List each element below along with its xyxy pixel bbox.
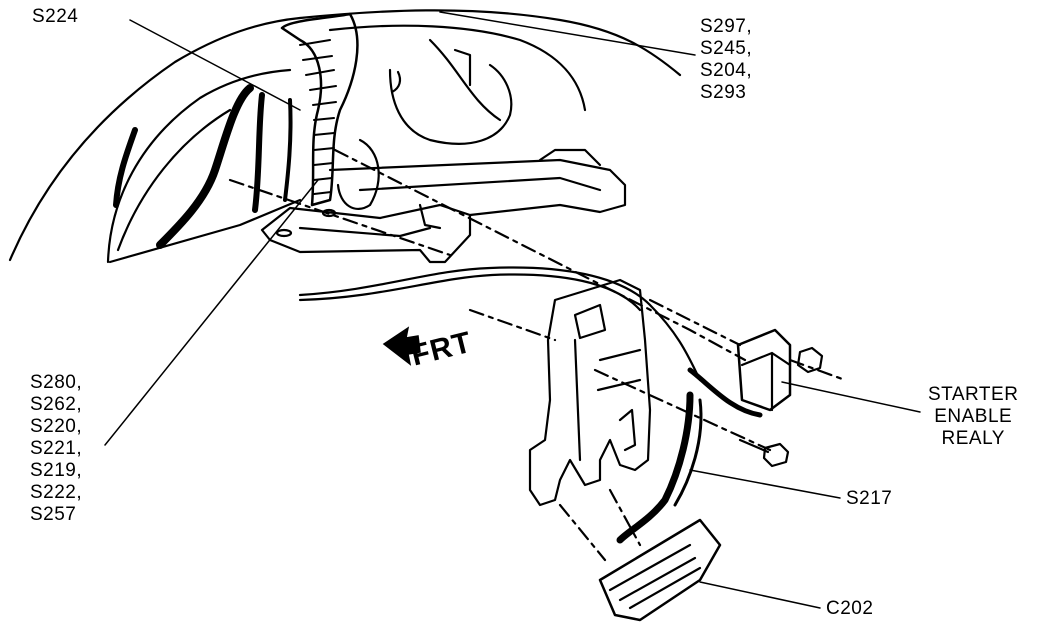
assembly-line xyxy=(558,503,607,562)
body-outline xyxy=(8,16,302,262)
assembly-line xyxy=(608,488,642,547)
c202-connector xyxy=(608,543,702,610)
c202-harness xyxy=(616,391,694,544)
firewall-panel xyxy=(388,63,513,145)
left-harness xyxy=(156,84,254,249)
floor-ledge xyxy=(538,148,602,167)
harness-cable xyxy=(687,367,763,418)
bracket-hole xyxy=(321,208,337,218)
floor-ledge xyxy=(358,176,602,192)
label-c202: C202 xyxy=(826,598,874,619)
mounting-bolt xyxy=(738,438,790,468)
assembly-line xyxy=(593,368,772,452)
starter-relay xyxy=(740,351,792,412)
assembly-line xyxy=(648,298,742,347)
leader-starter xyxy=(781,381,921,413)
harness-bracket xyxy=(260,203,472,264)
left-harness xyxy=(113,127,138,208)
harness-wrap xyxy=(299,39,337,195)
firewall-panel xyxy=(428,38,502,122)
label-s297-group: S297, S245, S204, S293 xyxy=(700,16,752,104)
label-starter: STARTER xyxy=(928,384,1019,405)
leader-s217 xyxy=(689,469,841,499)
harness-cable xyxy=(298,273,642,312)
label-starter-relay: STARTER ENABLE REALY xyxy=(928,384,1018,450)
label-s222: S222, xyxy=(30,482,83,503)
label-s224: S224 xyxy=(32,6,79,27)
floor-ledge xyxy=(328,158,627,217)
body-outline xyxy=(106,68,292,264)
relay-nut xyxy=(796,346,824,374)
assembly-line xyxy=(228,178,452,257)
mount-bracket xyxy=(618,408,637,452)
label-s217: S217 xyxy=(846,488,893,509)
label-s245: S245, xyxy=(700,38,753,59)
left-harness xyxy=(283,98,293,202)
mount-bracket xyxy=(573,338,642,462)
leader-s280 xyxy=(104,179,319,446)
firewall-panel xyxy=(390,70,402,94)
label-s280-group: S280, S262, S220, S221, S219, S222, S257 xyxy=(30,372,82,526)
harness-bracket xyxy=(418,203,442,230)
bracket-hole xyxy=(275,228,293,238)
left-harness xyxy=(252,92,265,213)
body-outline xyxy=(108,198,302,264)
mount-bracket xyxy=(573,303,607,340)
firewall-panel xyxy=(453,48,472,87)
label-realy: REALY xyxy=(941,428,1005,449)
firewall-panel xyxy=(298,9,682,77)
assembly-line xyxy=(333,148,747,362)
panel-cutout xyxy=(336,138,380,210)
body-outline xyxy=(116,108,232,252)
label-s257: S257 xyxy=(30,504,77,525)
label-s297: S297, xyxy=(700,16,753,37)
assembly-line xyxy=(788,358,847,382)
assembly-line xyxy=(468,308,557,342)
leader-s297 xyxy=(439,11,696,56)
firewall-panel xyxy=(328,24,587,112)
leader-s224 xyxy=(129,19,301,111)
c202-harness xyxy=(673,398,703,507)
c202-connector xyxy=(598,518,722,622)
harness-bracket xyxy=(298,226,432,238)
mount-bracket xyxy=(528,278,652,507)
label-s220: S220, xyxy=(30,416,83,437)
label-s280: S280, xyxy=(30,372,83,393)
label-s293: S293 xyxy=(700,82,747,103)
label-s221: S221, xyxy=(30,438,83,459)
starter-relay xyxy=(736,328,792,412)
label-enable: ENABLE xyxy=(934,406,1013,427)
leader-c202 xyxy=(699,581,821,609)
label-s219: S219, xyxy=(30,460,83,481)
arrow-left-icon xyxy=(382,326,421,366)
harness-cable xyxy=(298,266,702,382)
label-s204: S204, xyxy=(700,60,753,81)
label-s262: S262, xyxy=(30,394,83,415)
